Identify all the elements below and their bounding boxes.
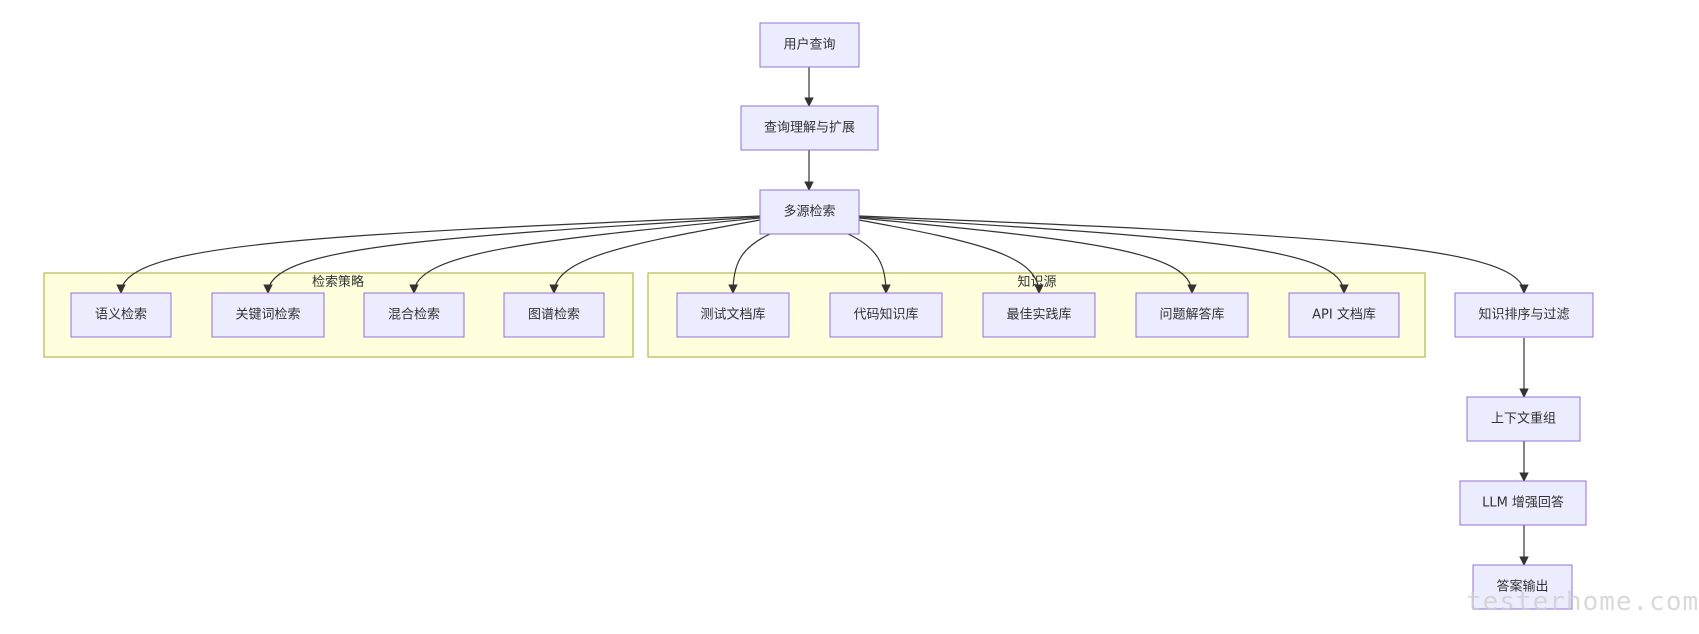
- node-best-practice: 最佳实践库: [982, 292, 1096, 338]
- node-test-docs-label: 测试文档库: [700, 307, 765, 323]
- node-context-reorg-label: 上下文重组: [1491, 411, 1556, 427]
- edge-multi-source-to-keyword: [263, 216, 761, 294]
- node-api-docs-label: API 文档库: [1312, 307, 1376, 323]
- edge-multi-source-to-rank-filter: [858, 215, 1529, 294]
- node-graph-retrieval: 图谱检索: [503, 292, 605, 338]
- node-answer-output-label: 答案输出: [1496, 579, 1548, 595]
- node-user-query: 用户查询: [759, 22, 860, 68]
- node-hybrid-retrieval: 混合检索: [363, 292, 465, 338]
- node-query-understanding-label: 查询理解与扩展: [764, 121, 855, 136]
- node-llm-answer-label: LLM 增强回答: [1482, 495, 1564, 511]
- edges: [116, 67, 1529, 566]
- node-multi-source-retrieval: 多源检索: [759, 189, 860, 235]
- node-graph-retrieval-label: 图谱检索: [528, 308, 580, 323]
- edge-multi-source-to-semantic: [116, 215, 761, 294]
- node-llm-answer: LLM 增强回答: [1459, 480, 1587, 526]
- node-answer-output: 答案输出: [1472, 564, 1573, 610]
- node-query-understanding: 查询理解与扩展: [740, 105, 879, 151]
- node-user-query-label: 用户查询: [783, 37, 835, 53]
- node-multi-source-retrieval-label: 多源检索: [783, 204, 835, 220]
- edge-multi-source-to-test-docs: [728, 233, 771, 294]
- node-qa-library-label: 问题解答库: [1159, 307, 1224, 323]
- node-semantic-retrieval-label: 语义检索: [95, 308, 147, 323]
- edge-multi-source-to-hybrid: [409, 217, 761, 294]
- node-semantic-retrieval: 语义检索: [70, 292, 172, 338]
- node-test-docs: 测试文档库: [676, 292, 790, 338]
- node-code-knowledge: 代码知识库: [829, 292, 943, 338]
- edge-multi-source-to-api-docs: [858, 216, 1349, 294]
- node-keyword-retrieval-label: 关键词检索: [235, 308, 300, 323]
- node-best-practice-label: 最佳实践库: [1006, 307, 1071, 323]
- edge-multi-source-to-qa-library: [858, 217, 1197, 294]
- watermark: testerhome.com: [1466, 587, 1699, 617]
- node-rank-filter-label: 知识排序与过滤: [1478, 307, 1569, 323]
- node-api-docs: API 文档库: [1288, 292, 1400, 338]
- cluster-retrieval-strategy-label: 检索策略: [312, 274, 364, 290]
- node-qa-library: 问题解答库: [1135, 292, 1249, 338]
- edge-multi-source-to-code-knowledge: [847, 233, 891, 294]
- edge-multi-source-to-best-practice: [858, 219, 1044, 294]
- node-rank-filter: 知识排序与过滤: [1454, 292, 1594, 338]
- node-code-knowledge-label: 代码知识库: [853, 307, 918, 323]
- node-keyword-retrieval: 关键词检索: [211, 292, 325, 338]
- node-hybrid-retrieval-label: 混合检索: [388, 308, 440, 323]
- node-context-reorg: 上下文重组: [1466, 396, 1581, 442]
- edge-multi-source-to-graph: [549, 219, 761, 294]
